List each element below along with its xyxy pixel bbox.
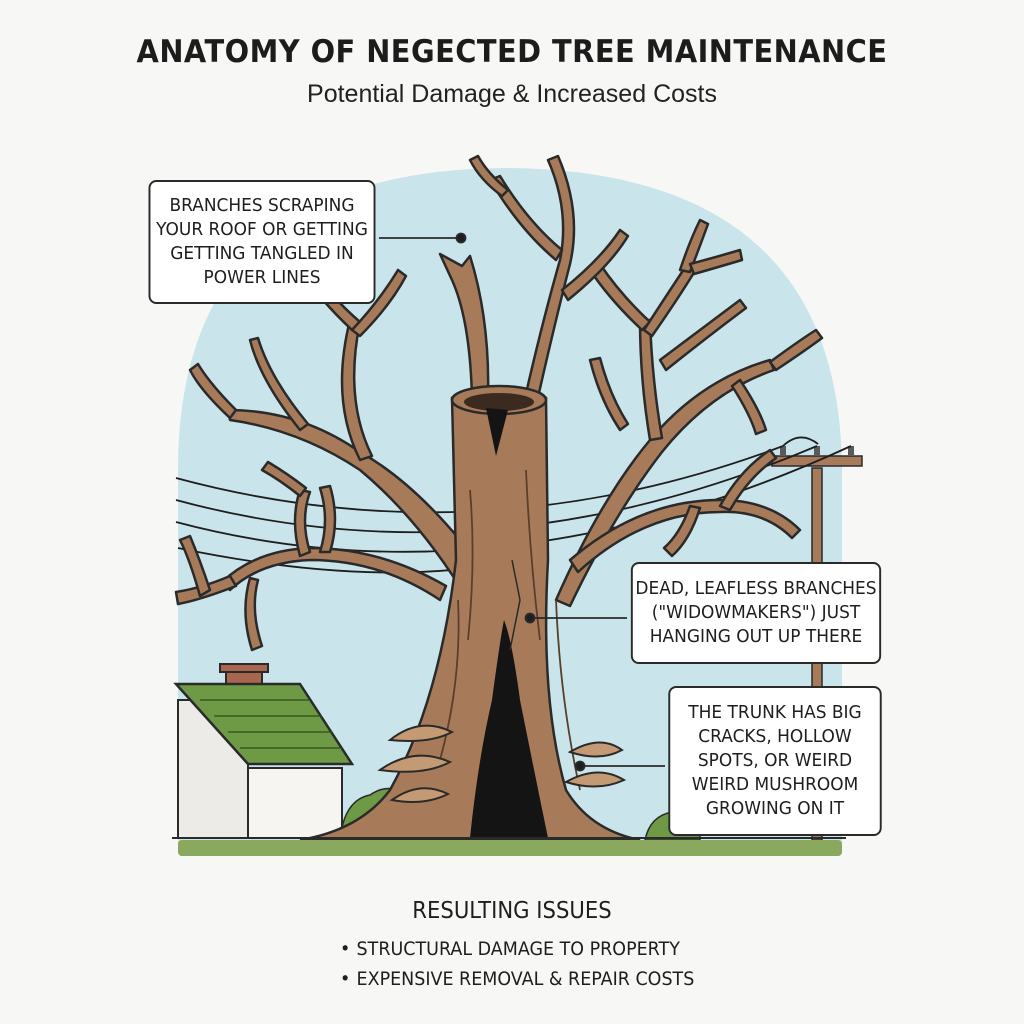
leader-dot-roof	[455, 232, 467, 244]
callout-line: BRANCHES SCRAPING	[169, 196, 355, 216]
ground	[178, 840, 842, 856]
leader-dot-trunk	[574, 760, 586, 772]
broken-top	[438, 252, 490, 400]
page-title: ANATOMY OF NEGECTED TREE MAINTENANCE	[136, 34, 888, 70]
issues-item: •EXPENSIVE REMOVAL & REPAIR COSTS	[340, 964, 708, 994]
branch-left-main	[226, 408, 470, 602]
callout-line: GETTING TANGLED IN	[170, 244, 354, 264]
trunk-hollow	[470, 620, 548, 838]
callout-line: GROWING ON IT	[705, 799, 845, 819]
trunk	[299, 384, 641, 842]
mushrooms	[377, 724, 627, 803]
bullet: •	[340, 968, 351, 990]
page-subtitle: Potential Damage & Increased Costs	[307, 80, 717, 108]
callout-line: YOUR ROOF OR GETTING	[156, 220, 368, 240]
bullet: •	[340, 938, 351, 960]
issues-item-text: EXPENSIVE REMOVAL & REPAIR COSTS	[356, 968, 695, 990]
issues-heading: RESULTING ISSUES	[412, 898, 612, 924]
issues-item: •STRUCTURAL DAMAGE TO PROPERTY	[340, 934, 708, 964]
callout-line: THE TRUNK HAS BIG	[688, 703, 862, 723]
callout-line: CRACKS, HOLLOW	[698, 727, 852, 747]
issues-list: •STRUCTURAL DAMAGE TO PROPERTY •EXPENSIV…	[340, 934, 708, 994]
leader-dot-dead	[524, 612, 536, 624]
tree	[174, 154, 824, 652]
house	[173, 663, 355, 839]
callout-roof-power-lines: BRANCHES SCRAPING YOUR ROOF OR GETTING G…	[148, 180, 376, 304]
callout-line: SPOTS, OR WEIRD	[697, 751, 853, 771]
callout-dead-branches: DEAD, LEAFLESS BRANCHES ("WIDOWMAKERS") …	[630, 562, 882, 664]
callout-line: DEAD, LEAFLESS BRANCHES	[635, 579, 877, 599]
callout-line: WEIRD MUSHROOM	[691, 775, 859, 795]
callout-line: POWER LINES	[203, 268, 321, 288]
house-front-wall	[247, 767, 343, 839]
house-roof	[173, 682, 355, 766]
callout-line: HANGING OUT UP THERE	[649, 627, 863, 647]
callout-trunk-damage: THE TRUNK HAS BIG CRACKS, HOLLOW SPOTS, …	[668, 686, 882, 836]
issues-item-text: STRUCTURAL DAMAGE TO PROPERTY	[356, 938, 680, 960]
callout-leaders	[379, 232, 665, 772]
callout-line: ("WIDOWMAKERS") JUST	[651, 603, 861, 623]
